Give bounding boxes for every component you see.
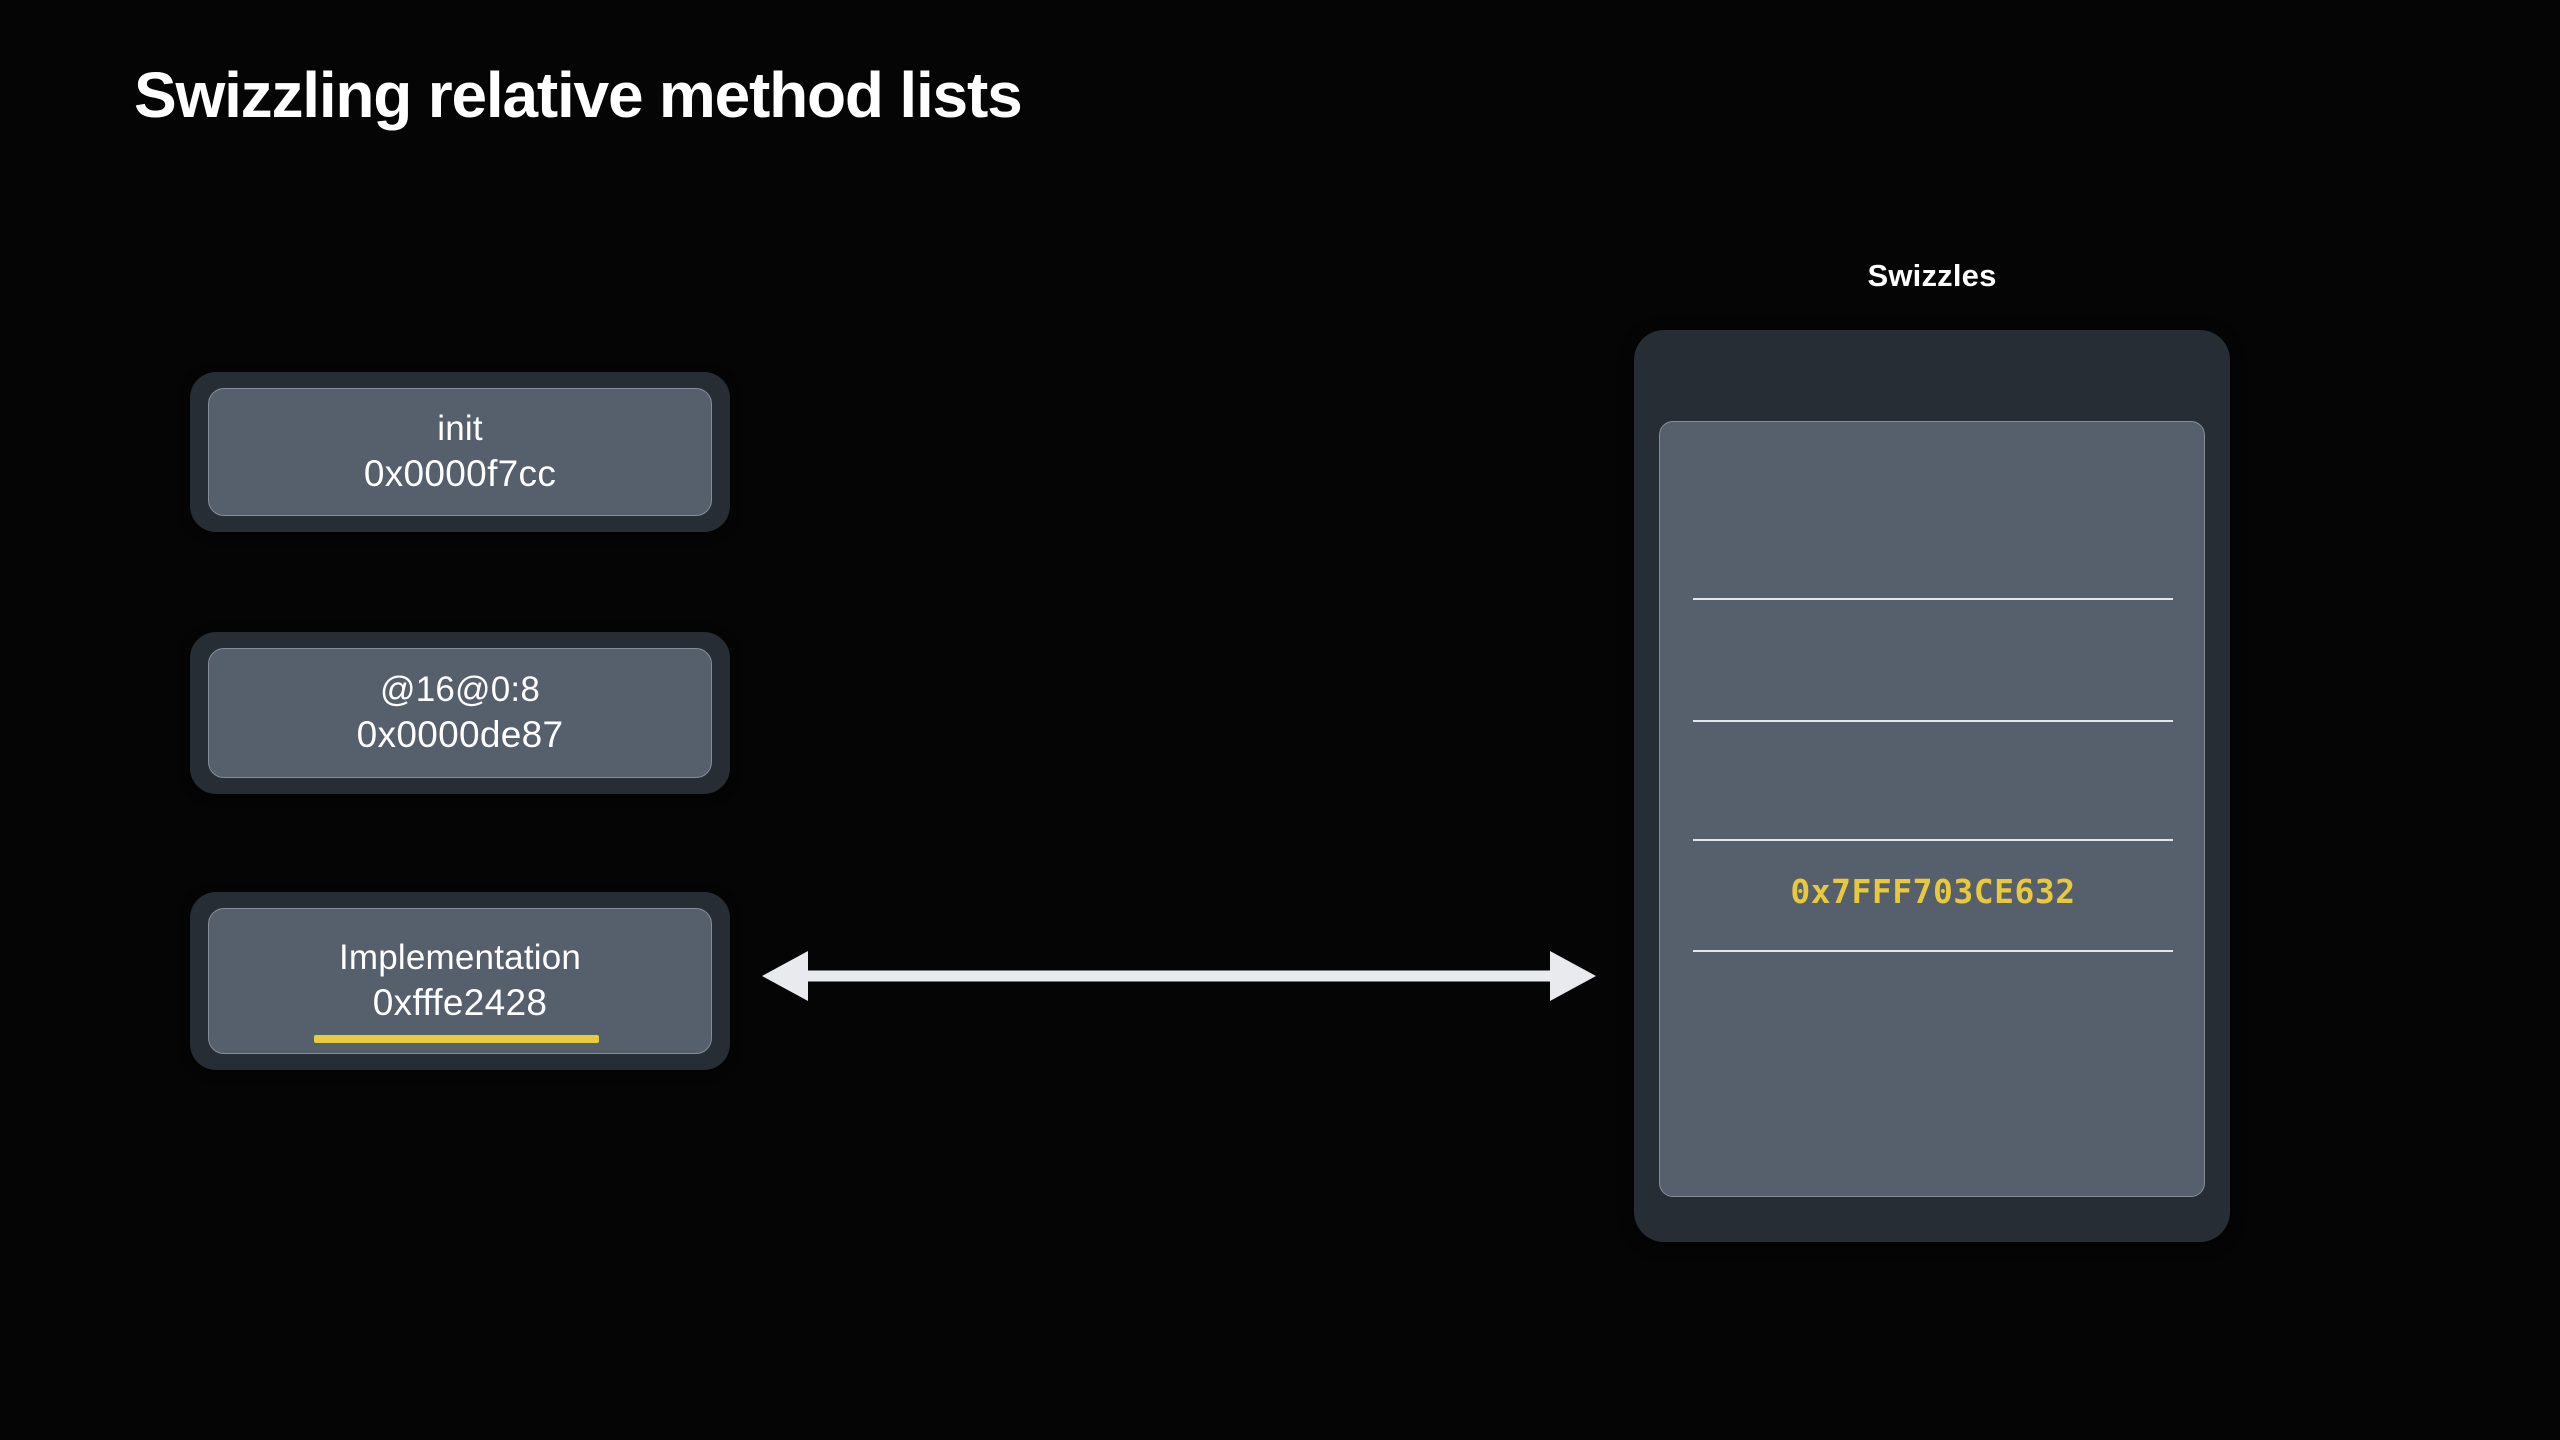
double-headed-arrow-icon — [762, 951, 1596, 1001]
swizzle-divider — [1693, 598, 2173, 600]
method-entry-init[interactable]: init 0x0000f7cc — [190, 372, 730, 532]
method-entry-types[interactable]: @16@0:8 0x0000de87 — [190, 632, 730, 794]
method-address: 0x0000de87 — [356, 713, 564, 755]
method-entry-implementation[interactable]: Implementation 0xfffe2428 — [190, 892, 730, 1070]
swizzle-divider — [1693, 839, 2173, 841]
page-title: Swizzling relative method lists — [134, 59, 1023, 131]
strikethrough-bar — [314, 1035, 599, 1043]
method-address: 0x0000f7cc — [363, 452, 557, 494]
swizzle-address-value: 0x7FFF703CE632 — [1790, 872, 2076, 911]
swizzle-divider — [1693, 720, 2173, 722]
swizzle-divider — [1693, 950, 2173, 952]
method-name: @16@0:8 — [379, 670, 541, 710]
method-name: Implementation — [338, 938, 582, 978]
method-address: 0xfffe2428 — [372, 981, 548, 1023]
method-name: init — [437, 409, 483, 449]
method-entry-body: @16@0:8 0x0000de87 — [208, 648, 712, 778]
swizzles-label: Swizzles — [1867, 258, 1997, 293]
swizzles-panel[interactable]: 0x7FFF703CE632 — [1634, 330, 2230, 1242]
method-entry-body: init 0x0000f7cc — [208, 388, 712, 516]
swizzles-slot-list: 0x7FFF703CE632 — [1659, 421, 2205, 1197]
method-entry-body: Implementation 0xfffe2428 — [208, 908, 712, 1054]
